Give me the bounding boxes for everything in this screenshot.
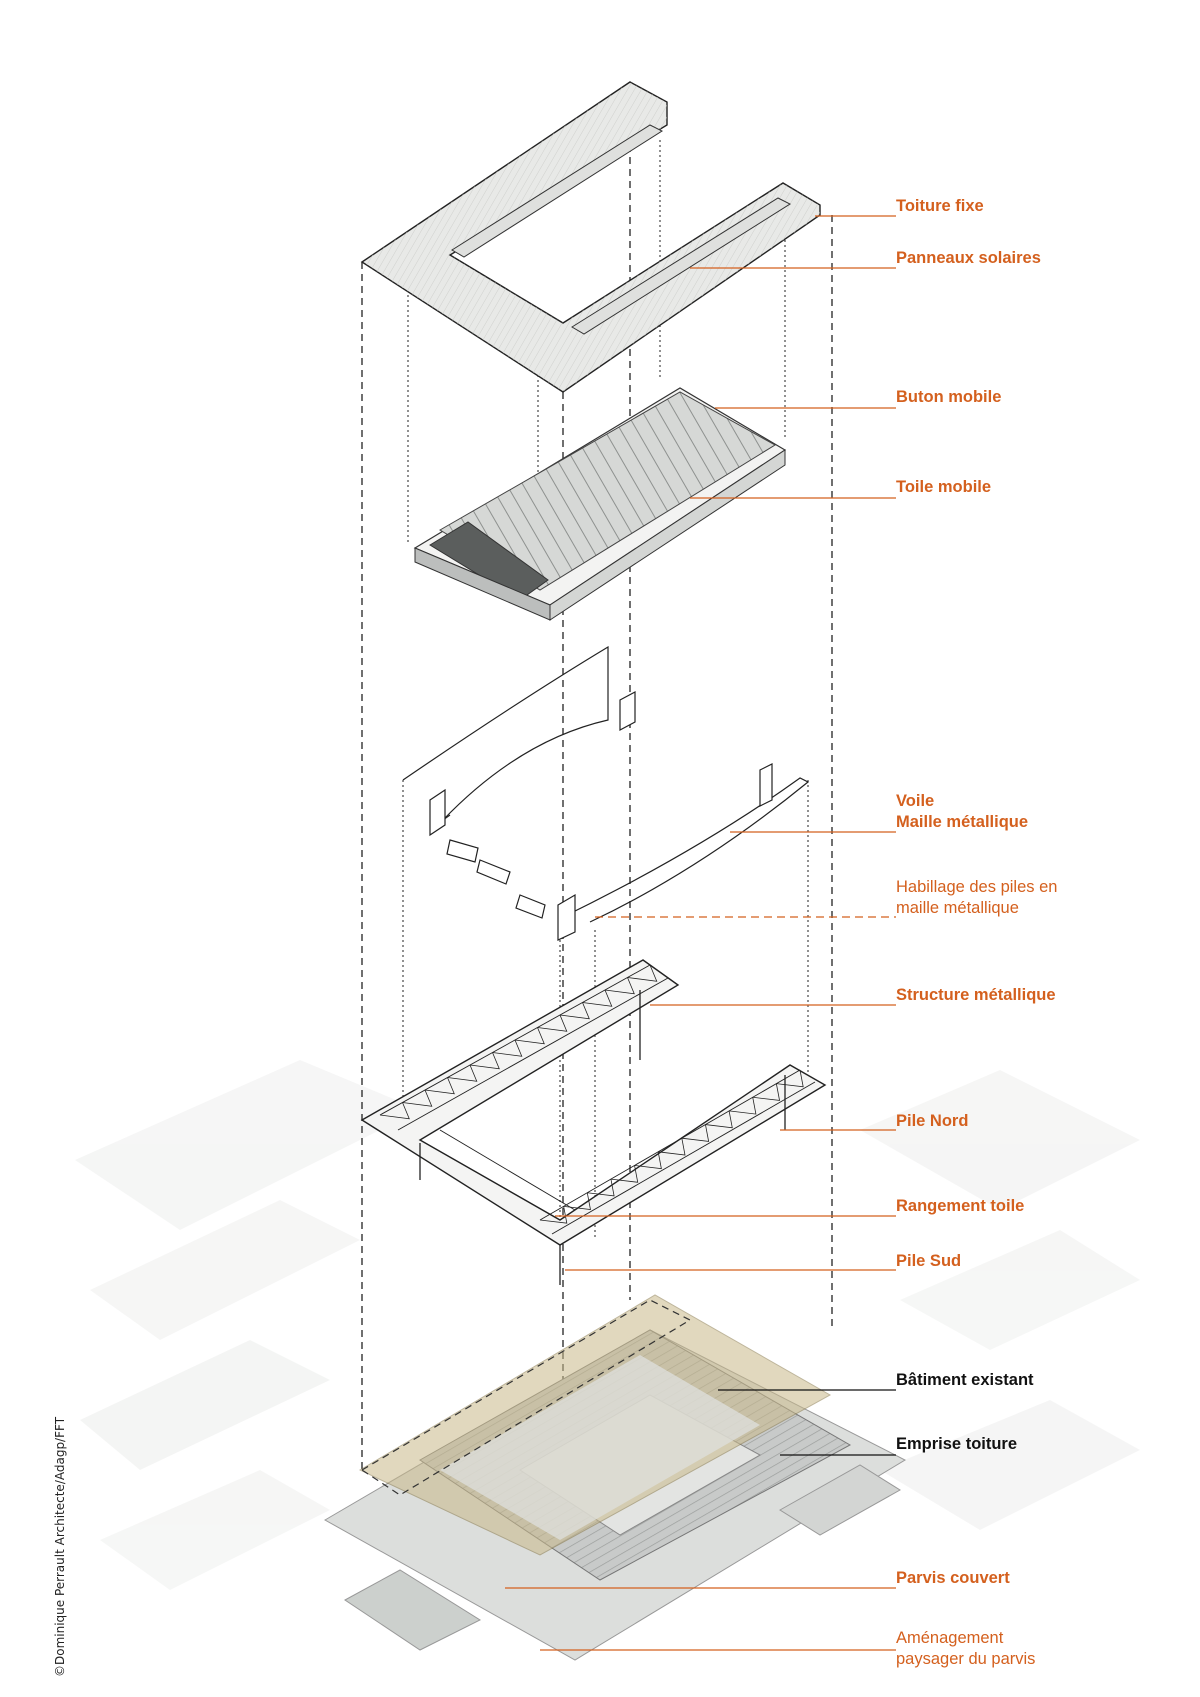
label-buton-mobile: Buton mobile: [896, 388, 1002, 406]
truss-segment: [514, 1027, 545, 1045]
truss-segment: [424, 1077, 455, 1095]
label-voile-line2: Maille métallique: [896, 813, 1029, 831]
label-toiture-fixe: Toiture fixe: [896, 197, 984, 215]
label-amenagement-line1: Aménagement: [896, 1629, 1004, 1647]
label-panneaux-solaires: Panneaux solaires: [896, 249, 1041, 267]
truss-segment: [604, 977, 635, 995]
label-pile-nord: Pile Nord: [896, 1112, 969, 1130]
label-toile-mobile: Toile mobile: [896, 478, 992, 496]
truss-segment: [447, 1064, 478, 1082]
label-amenagement-line2: paysager du parvis: [896, 1650, 1036, 1668]
truss-segment: [627, 964, 658, 982]
truss-segment: [634, 1151, 662, 1170]
truss-segment: [705, 1110, 733, 1129]
truss-segment: [752, 1083, 781, 1101]
truss-segment: [582, 989, 613, 1007]
label-pile-sud: Pile Sud: [896, 1252, 962, 1270]
background-city-map: [75, 1060, 1140, 1590]
label-habillage: Habillage des piles en maille métallique: [896, 877, 1057, 919]
truss-segment: [610, 1165, 639, 1183]
truss-segment: [539, 1206, 568, 1224]
truss-segment: [469, 1052, 500, 1070]
truss-segment: [492, 1039, 523, 1057]
truss-segment: [402, 1089, 433, 1107]
metal-mesh-veil-layer: [402, 645, 810, 941]
label-voile-line1: Voile: [896, 792, 935, 810]
label-habillage-line2: maille métallique: [896, 899, 1019, 917]
fixed-roof-layer: [360, 81, 821, 393]
truss-segment: [681, 1124, 710, 1142]
truss-segment: [587, 1179, 615, 1197]
label-emprise-toiture: Emprise toiture: [896, 1435, 1018, 1453]
label-habillage-line1: Habillage des piles en: [896, 878, 1058, 896]
black-leader-lines: [718, 1389, 896, 1456]
truss-segment: [559, 1002, 590, 1020]
truss-segment: [563, 1192, 591, 1211]
truss-segment: [379, 1102, 410, 1120]
truss-segment: [729, 1097, 757, 1115]
label-parvis-couvert: Parvis couvert: [896, 1569, 1010, 1587]
metal-structure-layer: [360, 959, 827, 1285]
mobile-roof-layer: [413, 387, 787, 621]
truss-segment: [537, 1014, 568, 1032]
copyright-credit: ©Dominique Perrault Architecte/Adagp/FFT: [53, 1416, 67, 1677]
label-structure-metallique: Structure métallique: [896, 986, 1056, 1004]
leader-lines: [505, 215, 896, 1651]
label-rangement-toile: Rangement toile: [896, 1197, 1025, 1215]
truss-segment: [658, 1138, 686, 1156]
ground-stadium-layer: [323, 1294, 907, 1661]
label-amenagement: Aménagement paysager du parvis: [896, 1628, 1035, 1670]
label-voile: Voile Maille métallique: [896, 791, 1028, 833]
label-batiment-existant: Bâtiment existant: [896, 1371, 1034, 1389]
